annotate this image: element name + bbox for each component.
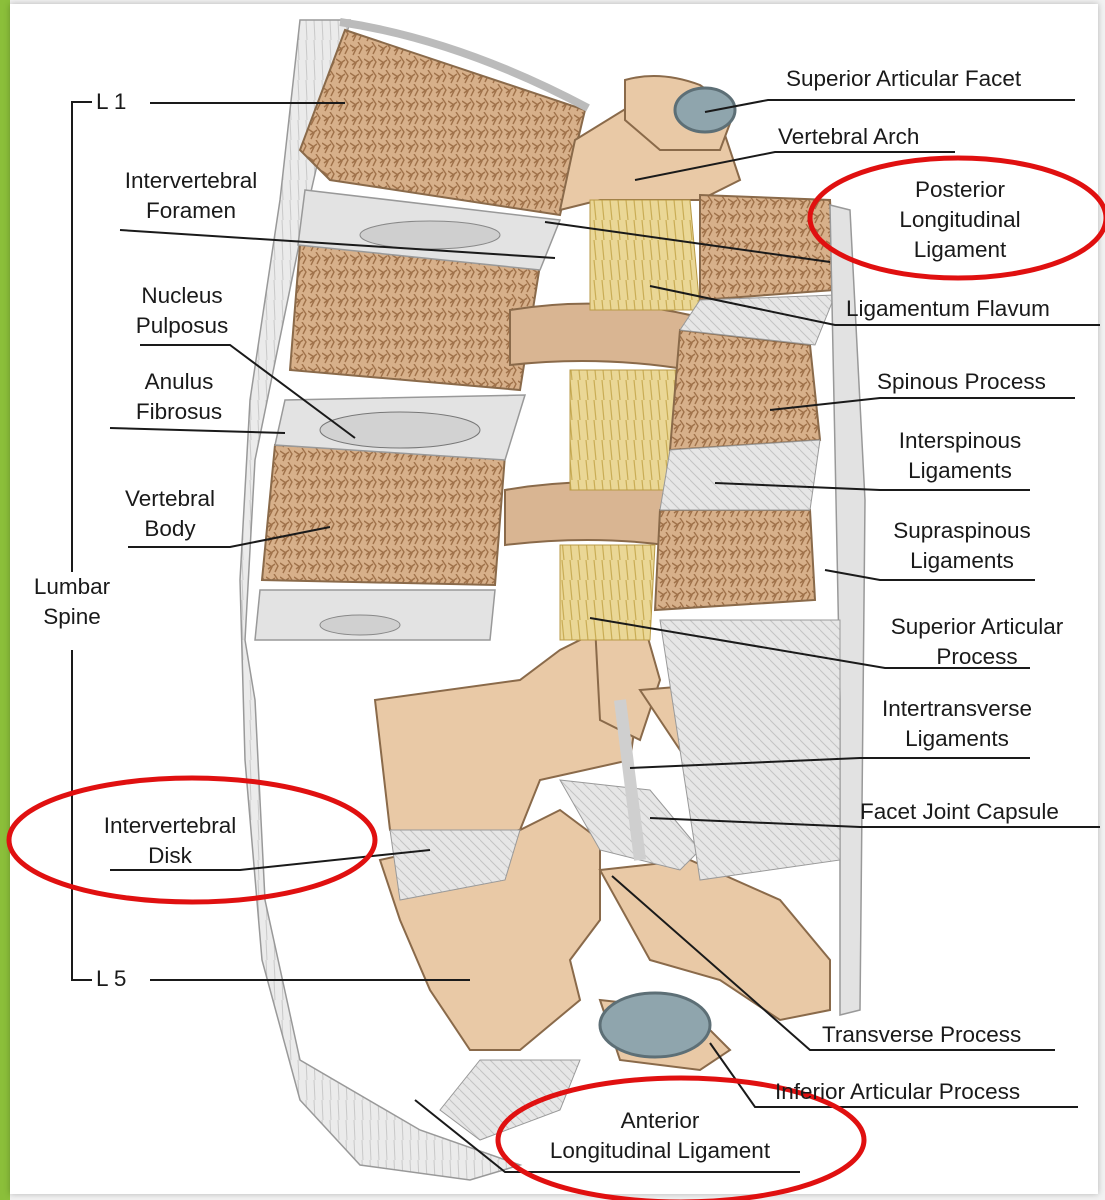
label-lumbar-spine: Lumbar Spine (22, 572, 122, 632)
label-intervertebral-foramen: Intervertebral Foramen (96, 166, 286, 226)
label-intervertebral-disk: Intervertebral Disk (70, 811, 270, 871)
label-nucleus-pulposus: Nucleus Pulposus (112, 281, 252, 341)
label-l5: L 5 (96, 964, 126, 994)
label-anulus-fibrosus: Anulus Fibrosus (104, 367, 254, 427)
label-anterior-longitudinal-ligament: Anterior Longitudinal Ligament (505, 1106, 815, 1166)
label-interspinous-ligaments: Interspinous Ligaments (860, 426, 1060, 486)
label-transverse-process: Transverse Process (822, 1020, 1021, 1050)
label-intertransverse-ligaments: Intertransverse Ligaments (852, 694, 1062, 754)
label-inferior-articular-process: Inferior Articular Process (775, 1077, 1020, 1107)
label-vertebral-arch: Vertebral Arch (778, 122, 919, 152)
label-spinous-process: Spinous Process (877, 367, 1046, 397)
label-vertebral-body: Vertebral Body (100, 484, 240, 544)
label-l1: L 1 (96, 87, 126, 117)
label-superior-articular-process: Superior Articular Process (862, 612, 1092, 672)
label-ligamentum-flavum: Ligamentum Flavum (846, 294, 1050, 324)
label-facet-joint-capsule: Facet Joint Capsule (860, 797, 1059, 827)
label-superior-articular-facet: Superior Articular Facet (786, 64, 1021, 94)
label-posterior-longitudinal-ligament: Posterior Longitudinal Ligament (860, 175, 1060, 265)
label-supraspinous-ligaments: Supraspinous Ligaments (862, 516, 1062, 576)
